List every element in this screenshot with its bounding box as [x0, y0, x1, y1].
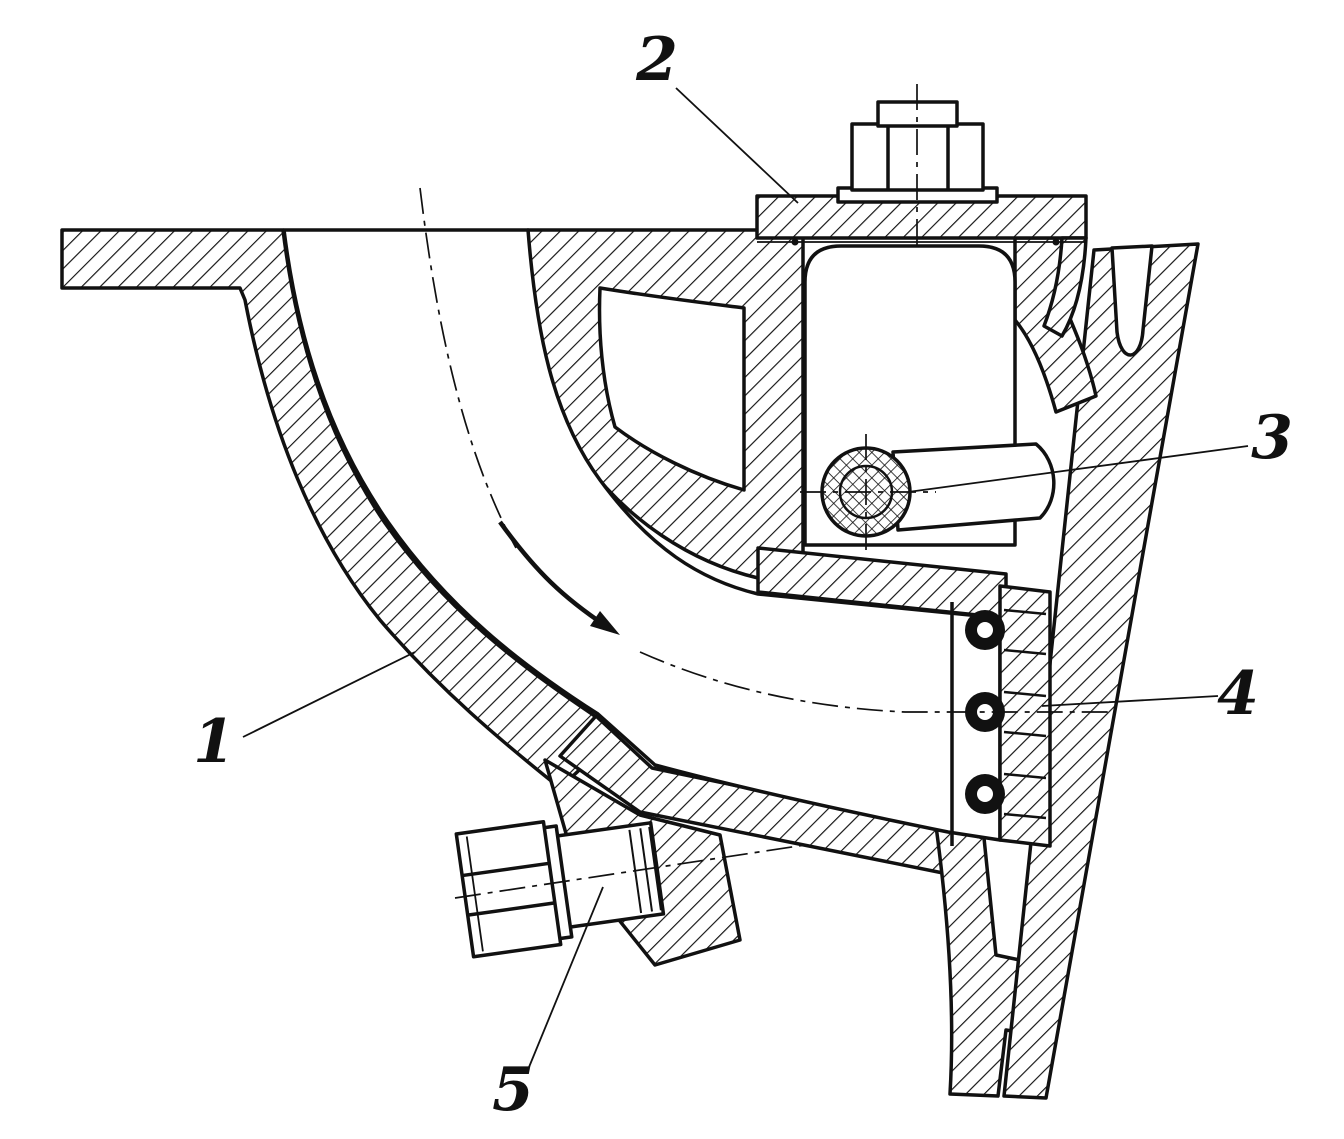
plug-centerline: [454, 844, 806, 899]
threaded-fitting: [639, 602, 1115, 846]
callout-3-leader: [907, 445, 1249, 493]
callout-labels: 1 2 3 4 5: [193, 25, 1293, 1125]
plug-chamfer-line: [465, 836, 484, 952]
callout-label-1: 1: [193, 707, 235, 777]
duct-centerline: [639, 651, 1115, 713]
cover-flange-hook: [1042, 236, 1088, 338]
gasket-dot-right: [1052, 238, 1060, 246]
flow-centerline-upper: [419, 187, 517, 549]
flow-arrow-shaft: [498, 520, 608, 628]
callout-1-leader: [242, 651, 416, 738]
valve-assembly: [800, 434, 1056, 552]
flow-direction: [419, 187, 620, 635]
casing-section: [60, 228, 1200, 1100]
valve-lever: [891, 442, 1056, 532]
callout-4-leader: [1041, 695, 1219, 707]
gasket-dot-left: [791, 238, 799, 246]
callout-2-leader: [675, 87, 799, 204]
plug-facet-bottom: [467, 901, 556, 917]
fitting-block: [998, 584, 1052, 848]
plug-facet-top: [461, 861, 550, 878]
cover-assembly: [755, 84, 1088, 338]
callout-label-2: 2: [635, 25, 678, 95]
callout-label-4: 4: [1217, 659, 1259, 729]
callout-5-leader: [526, 886, 604, 1073]
fork-notch: [1110, 244, 1154, 357]
callout-label-5: 5: [492, 1055, 534, 1125]
callout-label-3: 3: [1251, 403, 1293, 473]
thread-beads: [965, 610, 1005, 814]
flow-arrow-head: [590, 611, 620, 635]
duct-interior: [282, 228, 1002, 842]
thread-crests: [1003, 608, 1047, 820]
callout-leaders: [242, 87, 1249, 1073]
